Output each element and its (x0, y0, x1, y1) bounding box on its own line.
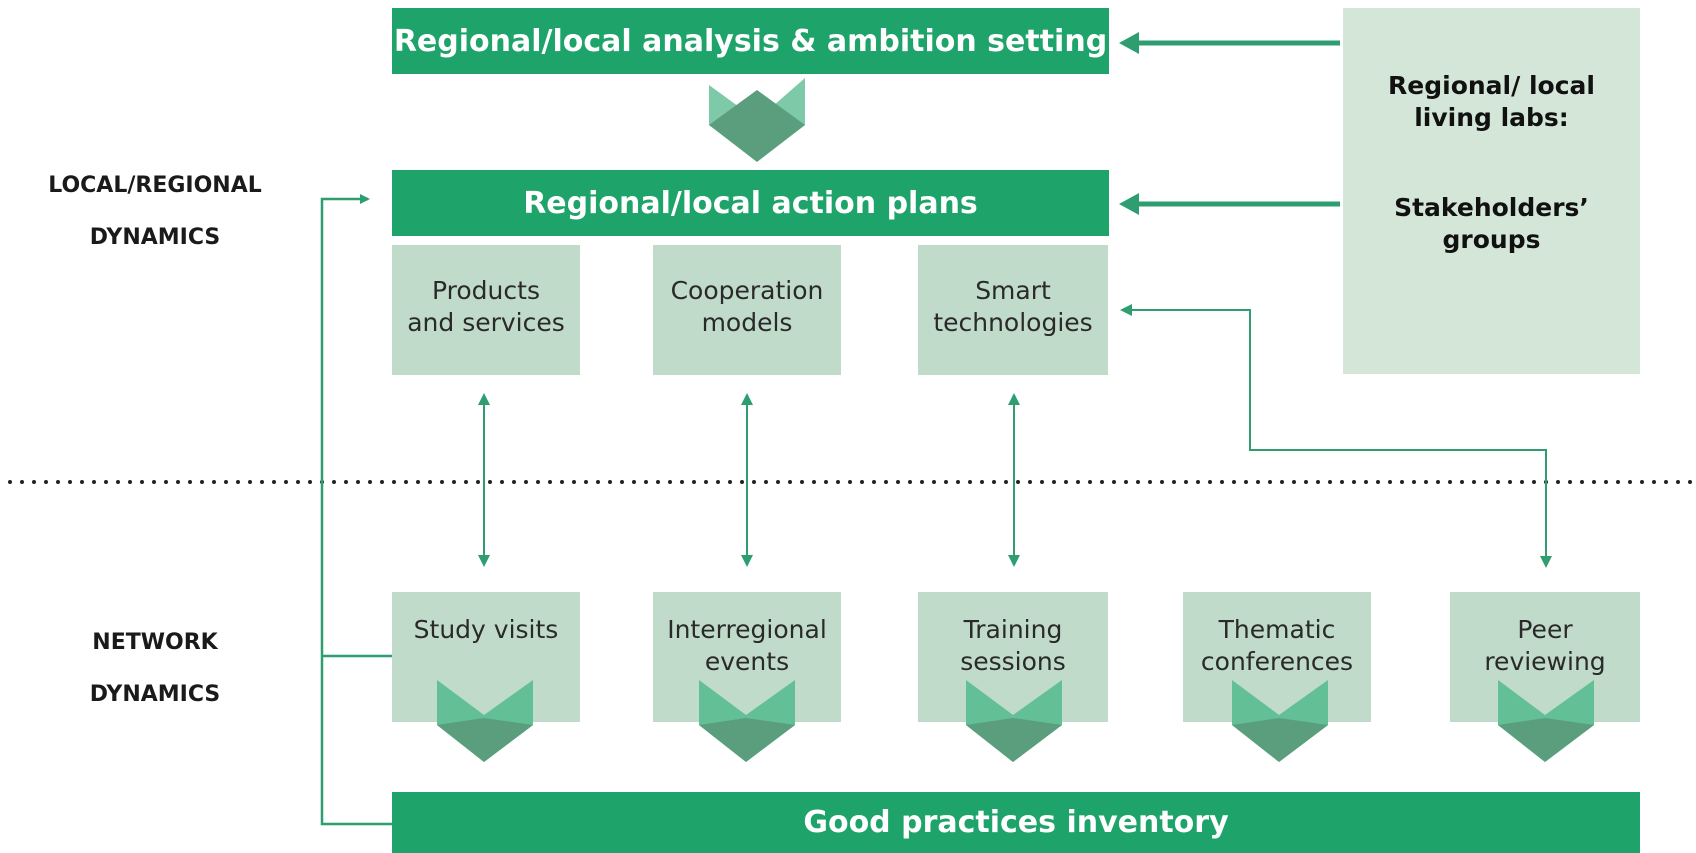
study-visits-box: Study visits (392, 592, 580, 722)
box-label-line: events (704, 647, 790, 676)
arrow-smart-peer (1120, 304, 1552, 568)
living-labs-line1: Regional/ local (1388, 71, 1595, 100)
box-label-line: Training (963, 615, 1063, 644)
box-label-line: reviewing (1484, 647, 1606, 676)
box-label-line: sessions (960, 647, 1066, 676)
interregional-events-box: Interregional events (653, 592, 841, 722)
stakeholders-line2: groups (1442, 225, 1541, 254)
peer-reviewing-box: Peer reviewing (1450, 592, 1640, 722)
smart-technologies-box: Smart technologies (918, 245, 1108, 375)
box-label-line: Interregional (667, 615, 827, 644)
analysis-bar: Regional/local analysis & ambition setti… (392, 8, 1109, 74)
products-services-box: Products and services (392, 245, 580, 375)
side-label-line: LOCAL/REGIONAL (48, 173, 262, 198)
box-label-line: Products (432, 276, 540, 305)
action-plans-bar: Regional/local action plans (392, 170, 1109, 236)
side-label-line: DYNAMICS (89, 682, 221, 707)
local-regional-label: LOCAL/REGIONAL DYNAMICS (40, 160, 270, 264)
box-label-line: and services (407, 308, 565, 337)
living-labs-line2: living labs: (1414, 103, 1569, 132)
network-dynamics-label: NETWORK DYNAMICS (40, 617, 270, 721)
thematic-conferences-box: Thematic conferences (1183, 592, 1371, 722)
box-label-line: Smart (975, 276, 1051, 305)
stakeholders-line1: Stakeholders’ (1394, 193, 1589, 222)
cooperation-models-box: Cooperation models (653, 245, 841, 375)
box-label-line: conferences (1200, 647, 1354, 676)
training-sessions-box: Training sessions (918, 592, 1108, 722)
side-label-line: DYNAMICS (89, 225, 221, 250)
box-label-line: Cooperation (670, 276, 824, 305)
box-label-line: technologies (933, 308, 1093, 337)
box-label-line: Peer (1517, 615, 1573, 644)
side-label-line: NETWORK (92, 630, 218, 655)
good-practices-bar: Good practices inventory (392, 792, 1640, 853)
box-label-line: Thematic (1218, 615, 1336, 644)
feedback-line (320, 194, 392, 826)
living-labs-panel: Regional/ local living labs: Stakeholder… (1343, 8, 1640, 374)
box-label-line: models (701, 308, 793, 337)
box-label-line: Study visits (413, 615, 559, 644)
